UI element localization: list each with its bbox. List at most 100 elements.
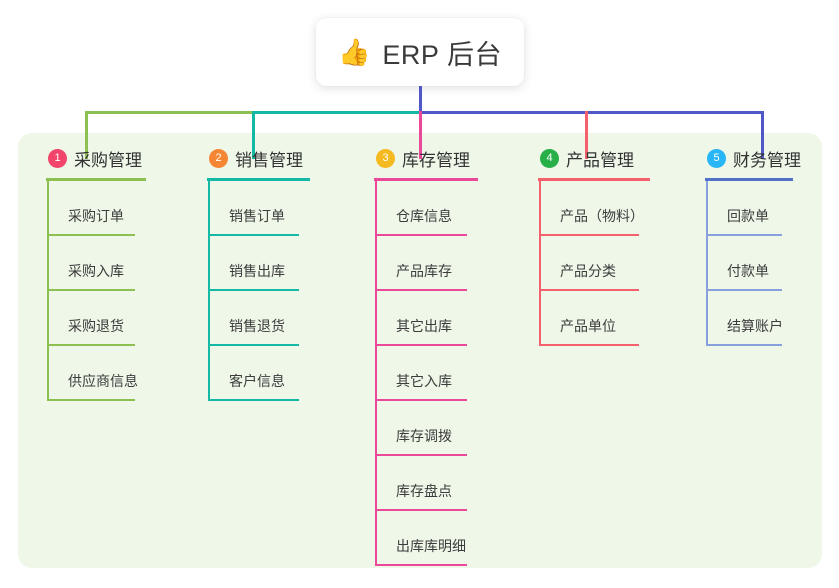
root-node-card[interactable]: 👍 ERP 后台 [316, 18, 524, 86]
leaf-item-rule [208, 289, 299, 291]
connector-bus-segment-left [85, 111, 252, 114]
leaf-item-rule [706, 234, 782, 236]
leaf-item[interactable]: 付款单 [705, 236, 825, 291]
column-title: 产品管理 [566, 150, 634, 170]
leaf-item-rule [375, 564, 467, 566]
leaf-item[interactable]: 产品库存 [374, 236, 508, 291]
column-spine [375, 181, 377, 566]
column-spine [47, 181, 49, 401]
leaf-item-rule [47, 399, 135, 401]
leaf-item-label: 客户信息 [229, 373, 285, 389]
leaf-item-label: 产品库存 [396, 263, 452, 279]
column-spine [208, 181, 210, 401]
leaf-item-label: 销售退货 [229, 318, 285, 334]
column-badge: 1 [48, 148, 67, 168]
column-header[interactable]: 1 采购管理 [46, 146, 186, 170]
leaf-item-label: 采购入库 [68, 263, 124, 279]
column-items: 产品（物料） 产品分类产品单位 [538, 181, 682, 346]
column-title: 采购管理 [74, 150, 142, 170]
leaf-item-label: 仓库信息 [396, 208, 452, 224]
leaf-item-rule [375, 509, 467, 511]
leaf-item-label: 产品（物料） [560, 208, 644, 224]
column-items: 销售订单销售出库销售退货客户信息 [207, 181, 340, 401]
leaf-item-label: 其它出库 [396, 318, 452, 334]
column-purchase-management: 1 采购管理 采购订单采购入库采购退货供应商信息 [46, 146, 186, 401]
column-spine [539, 181, 541, 346]
column-rule [705, 178, 793, 181]
connector-drop-1 [85, 111, 88, 159]
leaf-item-label: 付款单 [727, 263, 769, 279]
leaf-item-rule [375, 289, 467, 291]
leaf-item[interactable]: 采购退货 [46, 291, 186, 346]
diagram-panel [18, 133, 822, 568]
leaf-item-rule [706, 289, 782, 291]
leaf-item-label: 结算账户 [727, 318, 783, 334]
leaf-item-rule [375, 344, 467, 346]
leaf-item-rule [47, 234, 135, 236]
leaf-item[interactable]: 仓库信息 [374, 181, 508, 236]
connector-bus-segment-mid [252, 111, 420, 114]
leaf-item[interactable]: 销售出库 [207, 236, 340, 291]
column-badge: 5 [707, 148, 726, 168]
leaf-item[interactable]: 产品单位 [538, 291, 682, 346]
column-items: 采购订单采购入库采购退货供应商信息 [46, 181, 186, 401]
column-title: 销售管理 [235, 150, 303, 170]
column-header[interactable]: 2 销售管理 [207, 146, 340, 170]
leaf-item[interactable]: 客户信息 [207, 346, 340, 401]
leaf-item-rule [208, 399, 299, 401]
leaf-item[interactable]: 销售订单 [207, 181, 340, 236]
leaf-item-rule [375, 234, 467, 236]
column-rule [46, 178, 146, 181]
connector-drop-3 [419, 111, 422, 159]
connector-drop-4 [585, 111, 588, 159]
leaf-item-rule [539, 344, 639, 346]
leaf-item[interactable]: 其它入库 [374, 346, 508, 401]
leaf-item[interactable]: 采购入库 [46, 236, 186, 291]
leaf-item[interactable]: 产品分类 [538, 236, 682, 291]
leaf-item-rule [47, 289, 135, 291]
column-header[interactable]: 3 库存管理 [374, 146, 508, 170]
connector-drop-5 [761, 111, 764, 159]
leaf-item-label: 采购订单 [68, 208, 124, 224]
leaf-item-rule [375, 399, 467, 401]
column-header[interactable]: 5 财务管理 [705, 146, 825, 170]
column-items: 仓库信息产品库存其它出库其它入库库存调拨库存盘点出库库明细 [374, 181, 508, 566]
leaf-item[interactable]: 其它出库 [374, 291, 508, 346]
leaf-item-label: 采购退货 [68, 318, 124, 334]
leaf-item-rule [375, 454, 467, 456]
leaf-item[interactable]: 回款单 [705, 181, 825, 236]
leaf-item-rule [47, 344, 135, 346]
column-sales-management: 2 销售管理 销售订单销售出库销售退货客户信息 [207, 146, 340, 401]
leaf-item-label: 销售出库 [229, 263, 285, 279]
column-header[interactable]: 4 产品管理 [538, 146, 682, 170]
column-product-management: 4 产品管理 产品（物料） 产品分类产品单位 [538, 146, 682, 346]
leaf-item[interactable]: 库存调拨 [374, 401, 508, 456]
leaf-item-label: 产品单位 [560, 318, 616, 334]
leaf-item-label: 库存调拨 [396, 428, 452, 444]
leaf-item-rule [208, 344, 299, 346]
column-inventory-management: 3 库存管理 仓库信息产品库存其它出库其它入库库存调拨库存盘点出库库明细 [374, 146, 508, 566]
connector-root-stem [419, 86, 422, 113]
leaf-item-label: 回款单 [727, 208, 769, 224]
leaf-item[interactable]: 供应商信息 [46, 346, 186, 401]
connector-bus-segment-right [420, 111, 764, 114]
leaf-item[interactable]: 出库库明细 [374, 511, 508, 566]
leaf-item-rule [706, 344, 782, 346]
connector-drop-2 [252, 111, 255, 159]
leaf-item-label: 出库库明细 [396, 538, 466, 554]
leaf-item-label: 销售订单 [229, 208, 285, 224]
leaf-item[interactable]: 产品（物料） [538, 181, 682, 236]
leaf-item-rule [539, 234, 639, 236]
leaf-item[interactable]: 销售退货 [207, 291, 340, 346]
column-items: 回款单付款单结算账户 [705, 181, 825, 346]
leaf-item-label: 库存盘点 [396, 483, 452, 499]
column-rule [538, 178, 650, 181]
leaf-item[interactable]: 结算账户 [705, 291, 825, 346]
thumbs-up-icon: 👍 [338, 37, 371, 67]
column-badge: 3 [376, 148, 395, 168]
column-rule [374, 178, 478, 181]
column-finance-management: 5 财务管理 回款单付款单结算账户 [705, 146, 825, 346]
leaf-item[interactable]: 库存盘点 [374, 456, 508, 511]
leaf-item-rule [539, 289, 639, 291]
leaf-item[interactable]: 采购订单 [46, 181, 186, 236]
